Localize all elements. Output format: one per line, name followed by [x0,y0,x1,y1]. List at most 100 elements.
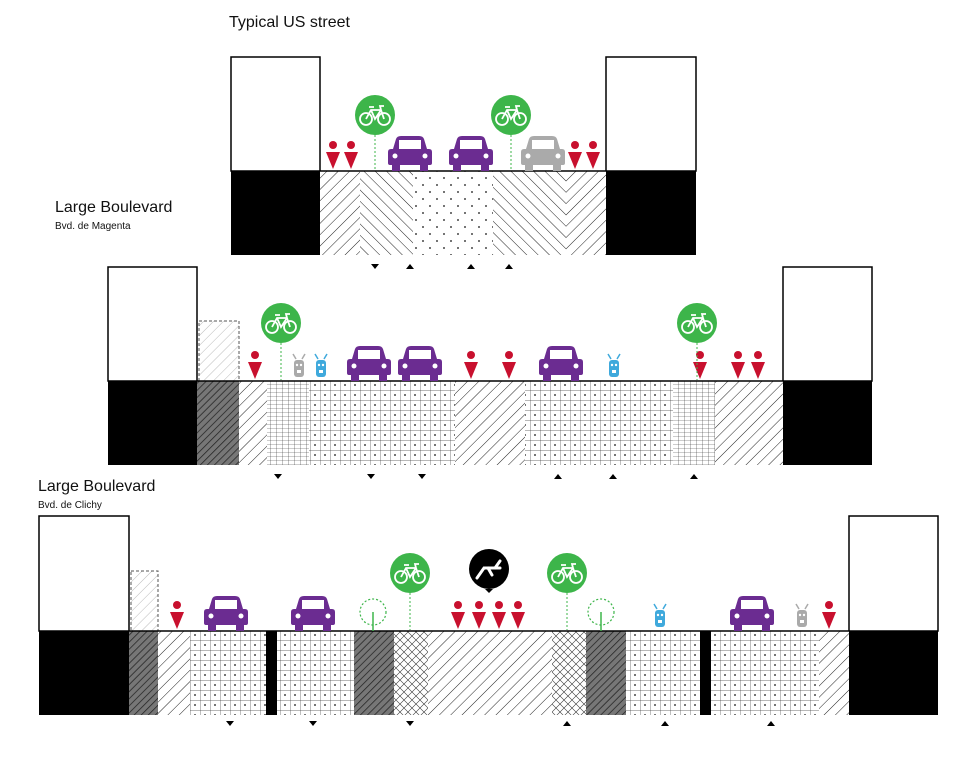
pedestrian-icon [326,141,340,169]
direction-arrow-icon [274,474,282,479]
car-icon [730,596,774,631]
building-basement [783,381,872,465]
bicycle-icon [261,303,301,343]
direction-arrow-icon [505,264,513,269]
roadway [190,631,266,715]
pedestrian-icon [492,601,506,629]
bench-icon [469,549,509,593]
building [782,266,873,382]
section-subtitle-clichy: Bvd. de Clichy [38,500,102,511]
direction-arrow-icon [418,474,426,479]
sidewalk [566,171,606,255]
bike-lane [394,631,428,715]
pedestrian-icon [502,351,516,379]
pedestrian-icon [472,601,486,629]
direction-arrow-icon [563,721,571,726]
roadway [525,381,673,465]
section-title-magenta: Large Boulevard [55,199,173,216]
awning [198,320,240,382]
pedestrian-icon [586,141,600,169]
pedestrian-icon [822,601,836,629]
curb-zone [129,631,158,715]
section-subtitle-magenta: Bvd. de Magenta [55,221,131,232]
car-icon [398,346,442,381]
pedestrian-icon [170,601,184,629]
building [230,56,321,172]
pedestrian-icon [344,141,358,169]
roadway [711,631,819,715]
direction-arrow-icon [609,474,617,479]
direction-arrow-icon [690,474,698,479]
car-icon [347,346,391,381]
roadway [309,381,455,465]
median [455,381,525,465]
bike-lane [360,171,413,255]
bicycle-icon [491,95,531,135]
pedestrian-icon [511,601,525,629]
bicycle-icon [355,95,395,135]
tree-strip [586,631,626,715]
direction-arrow-icon [309,721,317,726]
direction-arrow-icon [371,264,379,269]
section-title-typical: Typical US street [229,14,350,31]
direction-arrow-icon [406,264,414,269]
tree-icon [587,598,615,631]
divider [266,631,277,715]
car-icon [388,136,432,171]
awning [130,570,159,632]
building [38,515,130,632]
building-basement [231,171,320,255]
direction-arrow-icon [767,721,775,726]
direction-arrow-icon [554,474,562,479]
median-promenade [428,631,552,715]
section-bvd-de-magenta [107,266,873,479]
section-typical-us-street [230,56,697,269]
bike-lane [552,631,586,715]
car-icon [449,136,493,171]
roadway [277,631,354,715]
building-basement [39,631,129,715]
bicycle-icon [390,553,430,593]
sidewalk [239,381,267,465]
scooter-icon [607,353,621,378]
tree-icon [359,598,387,631]
building-basement [849,631,938,715]
roadway [626,631,700,715]
bike-lane [493,171,566,255]
car-icon [521,136,565,171]
pedestrian-icon [731,351,745,379]
sidewalk [715,381,783,465]
pedestrian-icon [568,141,582,169]
pedestrian-icon [693,351,707,379]
building-basement [606,171,696,255]
direction-arrow-icon [661,721,669,726]
pedestrian-icon [464,351,478,379]
section-title-clichy: Large Boulevard [38,478,156,495]
tree-strip [354,631,394,715]
section-bvd-de-clichy [38,515,939,726]
building [107,266,198,382]
pedestrian-icon [248,351,262,379]
car-icon [204,596,248,631]
pedestrian-icon [451,601,465,629]
direction-arrow-icon [406,721,414,726]
scooter-icon [653,603,667,628]
scooter-icon [795,603,809,628]
car-icon [291,596,335,631]
curb-zone [197,381,239,465]
divider [700,631,711,715]
scooter-icon [292,353,306,378]
direction-arrow-icon [226,721,234,726]
building [848,515,939,632]
car-icon [539,346,583,381]
roadway [413,171,493,255]
direction-arrow-icon [367,474,375,479]
bike-lane [673,381,715,465]
bicycle-icon [547,553,587,593]
pedestrian-icon [751,351,765,379]
bicycle-icon [677,303,717,343]
building [605,56,697,172]
bike-lane [267,381,309,465]
sidewalk [158,631,190,715]
